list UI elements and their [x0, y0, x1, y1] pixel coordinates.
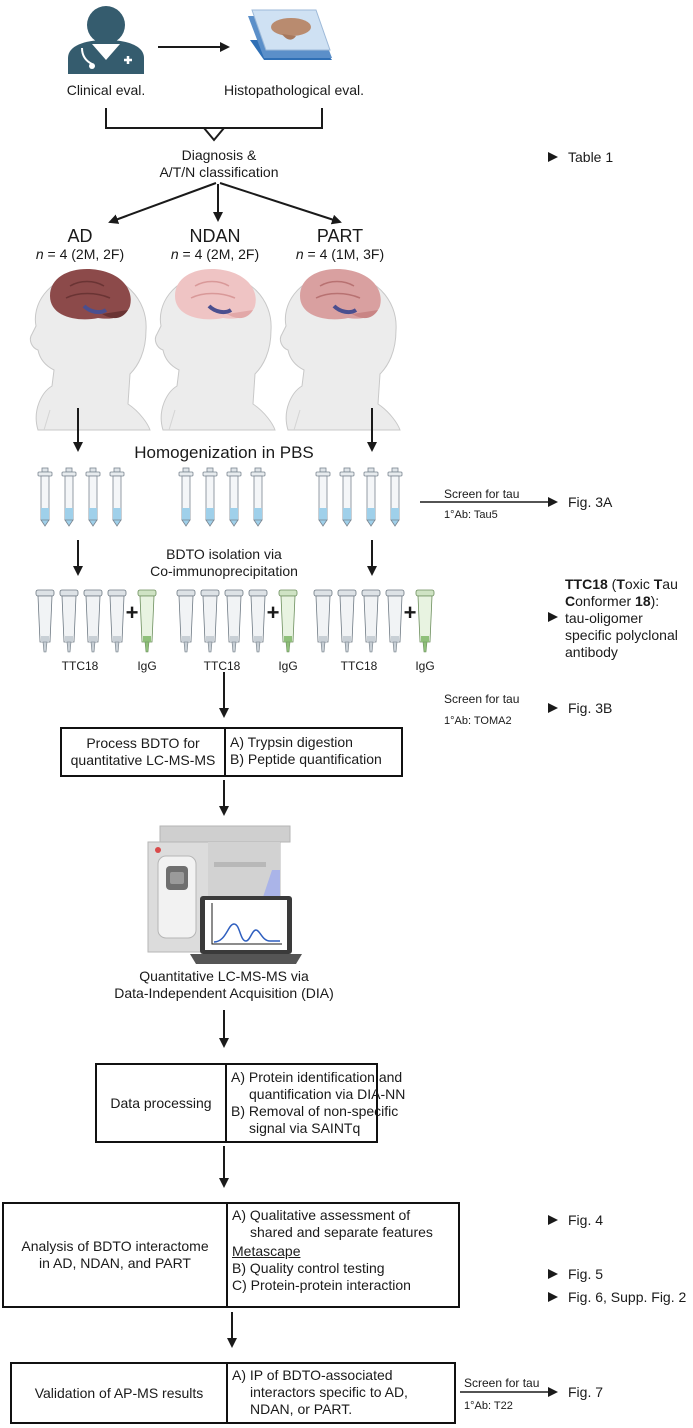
homogenization-label: Homogenization in PBS [134, 443, 314, 462]
diagnosis-label-line1: Diagnosis & [181, 147, 257, 163]
igg-label-ad: IgG [137, 659, 157, 673]
ndan-ip-columns [176, 589, 298, 653]
clinician-icon [68, 6, 144, 74]
part-homogenate-tubes [315, 467, 403, 527]
validation-a-line3: NDAN, or PART. [250, 1401, 353, 1417]
validation-box: Validation of AP-MS results A) IP of BDT… [10, 1362, 456, 1424]
dataproc-b-line1: B) Removal of non-specific [231, 1103, 399, 1119]
ttc18-label-ad: TTC18 [61, 659, 99, 673]
process-step-b: B) Peptide quantification [230, 751, 382, 767]
screen1-label: Screen for tau [444, 487, 520, 501]
fig-7-ref: Fig. 7 [568, 1384, 604, 1400]
group-name-ad: AD [67, 226, 93, 246]
screen3-antibody: 1°Ab: T22 [464, 1400, 513, 1412]
ttc18-definition-line4: specific polyclonal [565, 627, 678, 643]
group-n-ad: n = 4 (2M, 2F) [35, 246, 125, 262]
screen1-antibody: 1°Ab: Tau5 [444, 509, 498, 521]
ttc18-definition-line2: Conformer 18): [565, 593, 660, 609]
part-ip-columns [313, 589, 435, 653]
ad-ip-columns [35, 589, 157, 653]
igg-label-ndan: IgG [278, 659, 298, 673]
dataproc-a-line2: quantification via DIA-NN [249, 1086, 406, 1102]
group-name-ndan: NDAN [189, 226, 241, 246]
igg-label-part: IgG [415, 659, 435, 673]
group-n-ndan: n = 4 (2M, 2F) [170, 246, 260, 262]
screen2-antibody: 1°Ab: TOMA2 [444, 715, 512, 727]
ttc18-label-ndan: TTC18 [203, 659, 241, 673]
ttc18-definition-line1: TTC18 (Toxic Tau [565, 576, 678, 592]
process-left-line2: quantitative LC-MS-MS [70, 752, 216, 768]
plus-sign-ad: + [125, 600, 139, 625]
data-processing-box: Data processing A) Protein identificatio… [95, 1063, 406, 1143]
group-name-part: PART [316, 226, 364, 246]
validation-a-line1: A) IP of BDTO-associated [232, 1367, 393, 1383]
validation-label: Validation of AP-MS results [12, 1364, 228, 1422]
data-processing-label: Data processing [97, 1065, 227, 1141]
fig-6-ref: Fig. 6, Supp. Fig. 2 [568, 1289, 687, 1305]
ttc18-definition-line5: antibody [565, 644, 618, 660]
screen3-label: Screen for tau [464, 1376, 540, 1390]
analysis-c: C) Protein-protein interaction [232, 1277, 411, 1293]
analysis-a-line1: A) Qualitative assessment of [232, 1207, 411, 1223]
lcms-label-line1: Quantitative LC-MS-MS via [139, 968, 309, 984]
ndan-homogenate-tubes [178, 467, 266, 527]
diagnosis-label-line2: A/T/N classification [159, 164, 279, 180]
fig-3b-ref: Fig. 3B [568, 700, 613, 716]
process-step-a: A) Trypsin digestion [230, 734, 353, 750]
screen2-label: Screen for tau [444, 692, 520, 706]
validation-a-line2: interactors specific to AD, [250, 1384, 408, 1400]
dataproc-b-line2: signal via SAINTq [249, 1120, 361, 1136]
histopathological-eval-label: Histopathological eval. [223, 82, 365, 98]
plus-sign-part: + [403, 600, 417, 625]
laptop-chromatogram-icon [190, 896, 302, 964]
ad-head-brain-illustration [29, 269, 151, 431]
bdto-isolation-line2: Co-immunoprecipitation [150, 563, 298, 579]
ttc18-label-part: TTC18 [340, 659, 378, 673]
ad-homogenate-tubes [37, 467, 125, 527]
analysis-left-line2: in AD, NDAN, and PART [39, 1255, 191, 1271]
clinical-eval-label: Clinical eval. [66, 82, 146, 98]
fig-5-ref: Fig. 5 [568, 1266, 604, 1282]
lcms-label-line2: Data-Independent Acquisition (DIA) [114, 985, 334, 1001]
bdto-isolation-line1: BDTO isolation via [166, 546, 282, 562]
ttc18-definition-line3: tau-oligomer [565, 610, 643, 626]
analysis-a-line2: shared and separate features [250, 1224, 433, 1240]
plus-sign-ndan: + [266, 600, 280, 625]
fig-4-ref: Fig. 4 [568, 1212, 604, 1228]
dataproc-a-line1: A) Protein identification and [231, 1069, 403, 1085]
part-head-brain-illustration [279, 269, 401, 431]
analysis-left-line1: Analysis of BDTO interactome [21, 1238, 209, 1254]
metascape-label: Metascape [232, 1243, 301, 1259]
fig-3a-ref: Fig. 3A [568, 494, 613, 510]
ndan-head-brain-illustration [154, 269, 276, 431]
histology-slide-icon [248, 9, 332, 60]
group-n-part: n = 4 (1M, 3F) [295, 246, 385, 262]
process-left-line1: Process BDTO for [86, 735, 200, 751]
table-1-ref: Table 1 [568, 149, 614, 165]
analysis-b: B) Quality control testing [232, 1260, 385, 1276]
